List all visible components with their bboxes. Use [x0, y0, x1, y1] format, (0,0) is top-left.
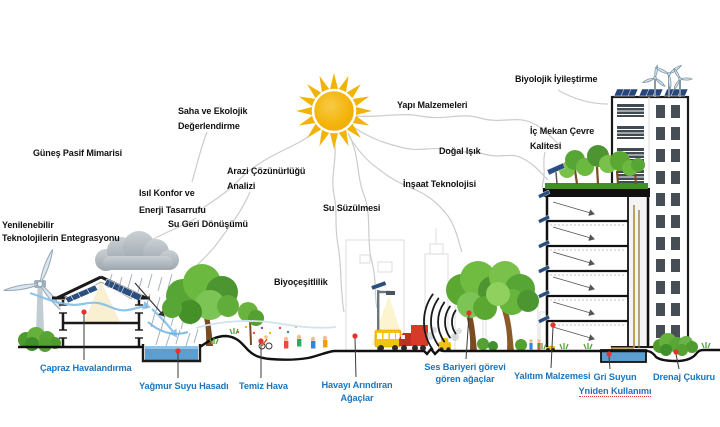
label-gri-suyun-line2: Yniden Kullanımı [578, 385, 652, 397]
roof-solar-panel [546, 162, 566, 185]
label-yalitim-malzemesi: Yalıtım Malzemesi [514, 371, 591, 381]
label-gunes-pasif-mimarisi: Güneş Pasif Mimarisi [33, 148, 123, 158]
label-ic-mekan-cevre: İç Mekan Çevre Kalitesi [530, 126, 595, 151]
marker-dots [81, 309, 679, 357]
label-su-geri-donusumu: Su Geri Dönüşümü [168, 219, 248, 229]
tree-icon [162, 264, 264, 346]
label-biyocesitlilik: Biyoçeşitlilik [274, 277, 328, 287]
label-capraz-havalandirma: Çapraz Havalandırma [40, 363, 132, 373]
label-gri-suyun-line1: Gri Suyun [593, 372, 637, 382]
label-yapi-malzemeleri: Yapı Malzemeleri [397, 100, 468, 110]
green-building-section-icon [537, 145, 650, 363]
car-icon [426, 327, 462, 352]
children-playing [258, 334, 328, 350]
label-isil-konfor: Isıl Konfor ve Enerji Tasarrufu [139, 188, 206, 215]
rooftop-wind-turbines [641, 64, 693, 97]
marker-leader-lines [83, 314, 680, 378]
label-saha-ve-ekolojik: Saha ve Ekolojik Değerlendirme [178, 106, 248, 131]
label-su-suzulmesi: Su Süzülmesi [323, 203, 381, 213]
bush-icon [18, 327, 61, 352]
passive-house-icon [52, 275, 150, 347]
label-dogal-isik: Doğal Işık [439, 146, 481, 156]
rooftop-solar-panels [613, 88, 689, 97]
rain-cloud-icon [95, 231, 179, 271]
label-insaat-teknolojisi: İnşaat Teknolojisi [403, 179, 477, 189]
label-biyolojik-iyilestirme: Biyolojik İyileştirme [515, 74, 598, 84]
drainage-pit-bush [653, 333, 698, 356]
label-havayi-arindiran-agaclar: Havayı Arındıran Ağaçlar [321, 380, 393, 403]
rain-water-swirl [147, 321, 189, 335]
label-drenaj-cukuru: Drenaj Çukuru [653, 372, 716, 382]
rainwater-basin-icon [141, 344, 202, 363]
breeze-line [195, 320, 337, 329]
flowers [236, 325, 298, 335]
label-ses-bariyeri: Ses Bariyeri görevi gören ağaçlar [424, 362, 506, 384]
label-yagmur-suyu-hasadi: Yağmur Suyu Hasadı [139, 381, 229, 391]
sun-icon [296, 73, 372, 149]
rain-collection-arrow [134, 282, 165, 317]
grass-tufts [209, 328, 711, 350]
label-arazi-cozunurlugu: Arazi Çözünürlüğü Analizi [227, 166, 306, 191]
roof-garden-trees [559, 145, 645, 185]
bus-icon [374, 329, 402, 351]
air-purifying-trees [446, 261, 539, 351]
sound-barrier-waves [423, 293, 457, 351]
label-yenilenebilir-teknolojiler: Yenilenebilir Teknolojilerin Entegrasyon… [2, 220, 120, 243]
facade-solar-shades [537, 189, 551, 324]
label-temiz-hava: Temiz Hava [239, 381, 288, 391]
ground-line [18, 334, 720, 363]
